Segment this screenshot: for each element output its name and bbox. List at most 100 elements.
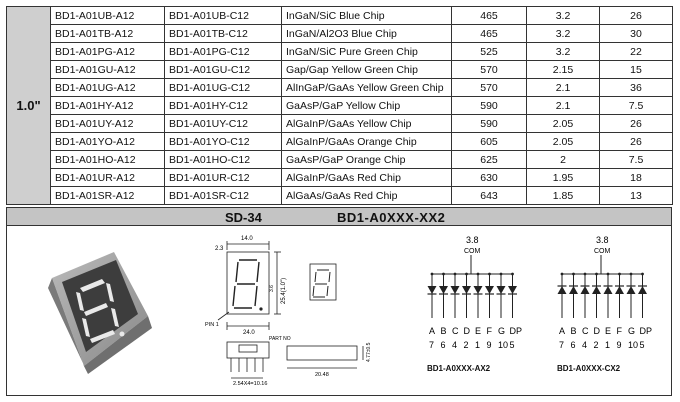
iv-cell: 7.5 — [599, 150, 673, 169]
dim-small: 2.3 — [215, 246, 224, 252]
pin-number: 9 — [617, 340, 622, 350]
vf-cell: 2 — [526, 150, 600, 169]
pin-number: 9 — [487, 340, 492, 350]
segment-label: DP — [640, 326, 653, 336]
diode-icon — [557, 286, 567, 294]
anode-part-cell: BD1-A01SR-A12 — [50, 186, 165, 205]
anode-part-cell: BD1-A01PG-A12 — [50, 42, 165, 61]
pin-number: 6 — [571, 340, 576, 350]
common-label: COM — [464, 248, 481, 255]
segment-label: E — [605, 326, 611, 336]
wavelength-cell: 570 — [451, 78, 527, 97]
dim-height: 25.4(1.0") — [281, 278, 287, 304]
segment-label: A — [559, 326, 565, 336]
wavelength-cell: 605 — [451, 132, 527, 151]
diode-icon — [508, 286, 517, 294]
wavelength-cell: 625 — [451, 150, 527, 169]
wavelength-cell: 590 — [451, 96, 527, 115]
chip-type-cell: AlGaInP/GaAs Red Chip — [281, 168, 452, 187]
segment-label: E — [475, 326, 481, 336]
segment-label: A — [429, 326, 435, 336]
iv-cell: 30 — [599, 24, 673, 43]
wavelength-cell: 465 — [451, 24, 527, 43]
segment-label: C — [452, 326, 459, 336]
chip-type-cell: InGaN/Al2O3 Blue Chip — [281, 24, 452, 43]
pin-number: 2 — [464, 340, 469, 350]
dim-pitch: 2.54X4=10.16 — [233, 381, 267, 387]
dim-top: 14.0 — [241, 236, 253, 242]
diode-icon — [473, 286, 483, 294]
pin-number: 10 — [628, 340, 638, 350]
vf-cell: 1.85 — [526, 186, 600, 205]
wavelength-cell: 570 — [451, 60, 527, 79]
diode-icon — [427, 286, 437, 294]
segment-label: B — [571, 326, 577, 336]
model-label: SD-34 — [225, 210, 262, 225]
cathode-part-cell: BD1-A01TB-C12 — [164, 24, 282, 43]
pin-number: 7 — [429, 340, 434, 350]
anode-part-cell: BD1-A01GU-A12 — [50, 60, 165, 79]
chip-type-cell: AlInGaP/GaAs Yellow Green Chip — [281, 78, 452, 97]
diode-icon — [485, 286, 494, 294]
cathode-part-cell: BD1-A01HY-C12 — [164, 96, 282, 115]
chip-type-cell: AlGaAs/GaAs Red Chip — [281, 186, 452, 205]
circuit-caption-cx: BD1-A0XXX-CX2 — [557, 364, 621, 373]
diode-icon — [450, 286, 460, 294]
segment-label: DP — [510, 326, 523, 336]
pin-number: 7 — [559, 340, 564, 350]
iv-cell: 22 — [599, 42, 673, 61]
anode-part-cell: BD1-A01UB-A12 — [50, 6, 165, 25]
common-label: COM — [594, 248, 611, 255]
cathode-part-cell: BD1-A01SR-C12 — [164, 186, 282, 205]
vf-cell: 2.1 — [526, 78, 600, 97]
cathode-part-cell: BD1-A01UR-C12 — [164, 168, 282, 187]
wavelength-cell: 630 — [451, 168, 527, 187]
diode-icon — [569, 286, 578, 294]
anode-part-cell: BD1-A01TB-A12 — [50, 24, 165, 43]
wavelength-cell: 590 — [451, 114, 527, 133]
segment-label: G — [498, 326, 505, 336]
size-label: 1.0" — [6, 6, 51, 205]
cathode-part-cell: BD1-A01HO-C12 — [164, 150, 282, 169]
iv-cell: 26 — [599, 114, 673, 133]
common-pins: 3.8 — [596, 235, 609, 245]
anode-part-cell: BD1-A01HY-A12 — [50, 96, 165, 115]
wavelength-cell: 643 — [451, 186, 527, 205]
diode-icon — [615, 286, 624, 294]
dim-depth: 20.48 — [315, 372, 329, 378]
anode-part-cell: BD1-A01YO-A12 — [50, 132, 165, 151]
vf-cell: 3.2 — [526, 24, 600, 43]
chip-type-cell: AlGaInP/GaAs Yellow Chip — [281, 114, 452, 133]
diode-icon — [592, 286, 601, 294]
segment-label: B — [441, 326, 447, 336]
pin-number: 6 — [441, 340, 446, 350]
display-photo — [48, 252, 152, 374]
diode-icon — [496, 286, 506, 294]
segment-label: G — [628, 326, 635, 336]
diode-icon — [638, 286, 647, 294]
iv-cell: 36 — [599, 78, 673, 97]
diode-icon — [462, 286, 471, 294]
cathode-part-cell: BD1-A01UY-C12 — [164, 114, 282, 133]
dim-side: 3.6 — [269, 285, 275, 292]
anode-part-cell: BD1-A01HO-A12 — [50, 150, 165, 169]
segment-label: D — [464, 326, 471, 336]
vf-cell: 3.2 — [526, 42, 600, 61]
iv-cell: 26 — [599, 6, 673, 25]
cathode-part-cell: BD1-A01UB-C12 — [164, 6, 282, 25]
wavelength-cell: 525 — [451, 42, 527, 61]
vf-cell: 3.2 — [526, 6, 600, 25]
cathode-part-cell: BD1-A01GU-C12 — [164, 60, 282, 79]
chip-type-cell: GaAsP/GaP Orange Chip — [281, 150, 452, 169]
anode-part-cell: BD1-A01UR-A12 — [50, 168, 165, 187]
